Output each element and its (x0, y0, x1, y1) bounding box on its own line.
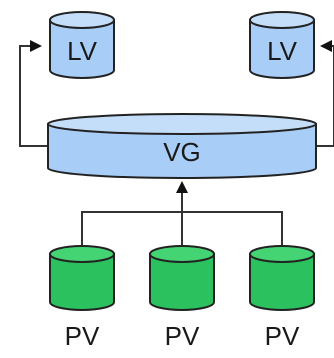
pv-cylinder-1: PV (49, 245, 115, 351)
vg-cylinder: VG (47, 113, 317, 179)
lv-label-right: LV (267, 36, 298, 66)
lv-cylinder-right: LV (249, 11, 315, 79)
pv-cylinder-3: PV (249, 245, 315, 351)
vg-label: VG (163, 137, 201, 167)
connector-vg-to-lv-left (19, 40, 48, 147)
pv-label-1: PV (65, 321, 100, 351)
pv-label-3: PV (265, 321, 300, 351)
lv-label-left: LV (67, 36, 98, 66)
pv-cylinder-2: PV (149, 245, 215, 351)
pv-label-2: PV (165, 321, 200, 351)
connector-vg-to-lv-right (316, 40, 334, 147)
connectors (19, 40, 334, 254)
lv-cylinder-left: LV (49, 11, 115, 79)
